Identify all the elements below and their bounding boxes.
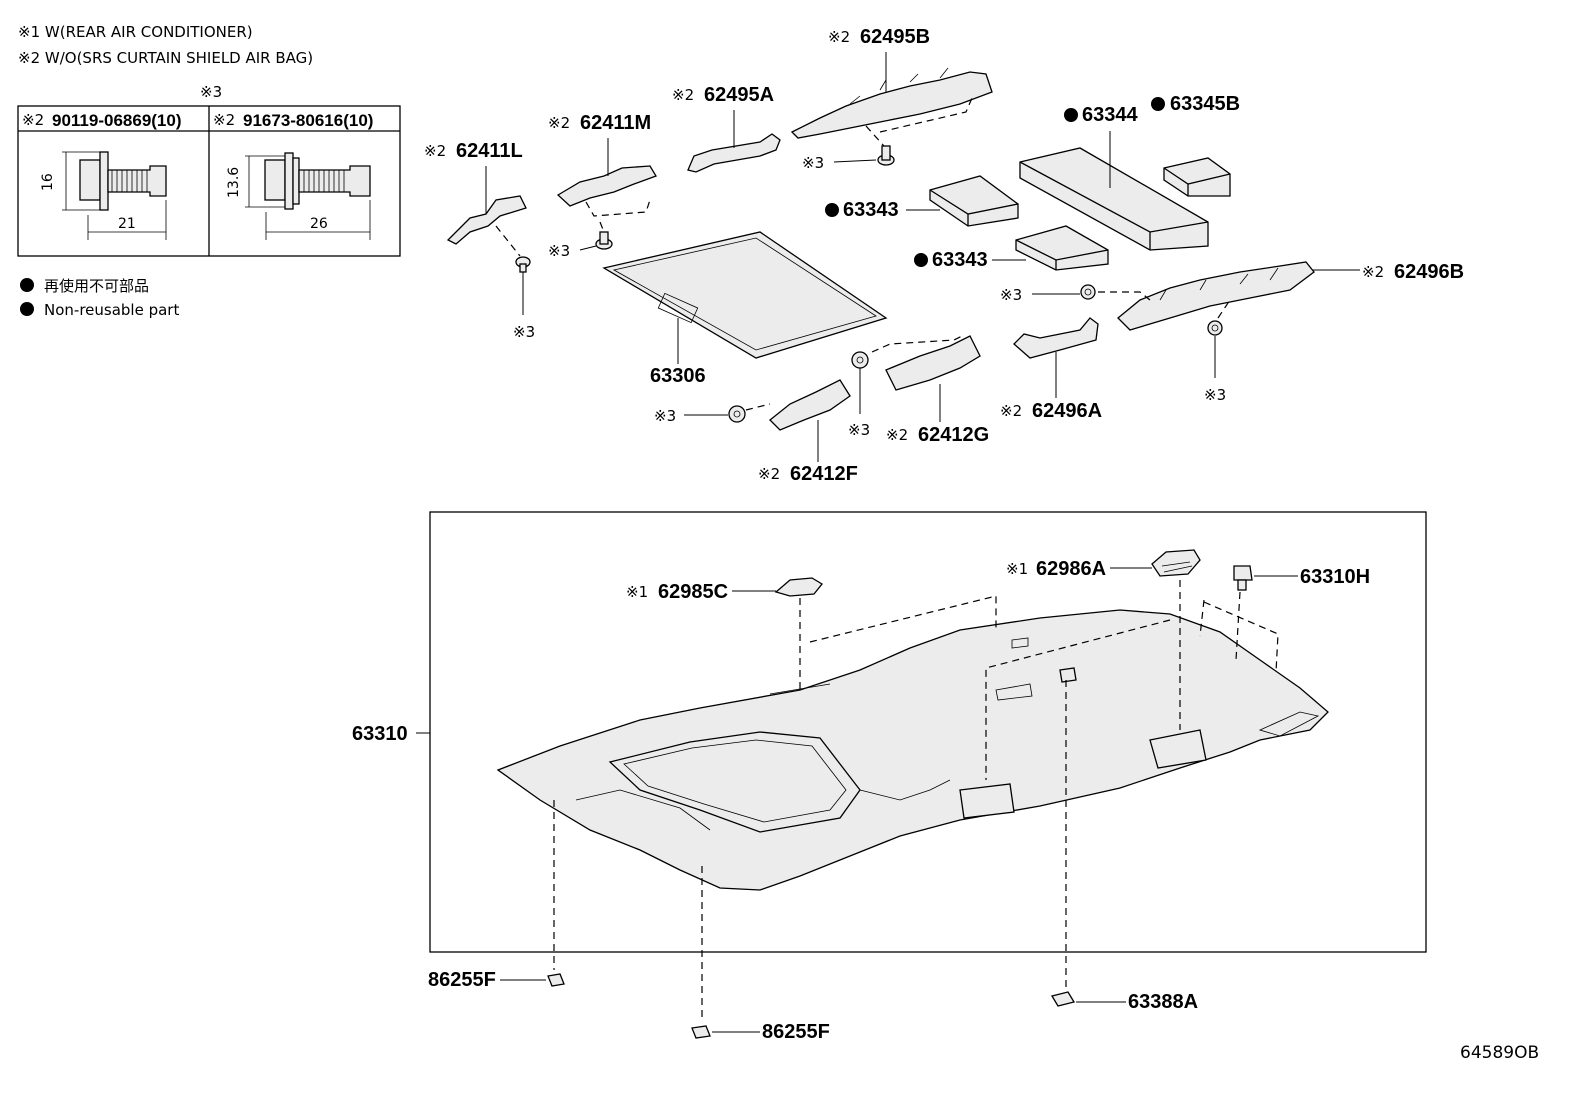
label-62496B: 62496B	[1394, 261, 1464, 283]
clip-62495B	[877, 145, 895, 166]
table-header-mark: ※3	[200, 83, 222, 101]
note-rear-air-conditioner: ※1 W(REAR AIR CONDITIONER)	[18, 23, 253, 41]
clip-63388A	[1050, 991, 1076, 1007]
bracket-62495A	[687, 133, 781, 173]
mark-62495A: ※2	[672, 86, 694, 104]
clip-62496B-right	[1207, 320, 1223, 336]
bracket-62411M	[556, 165, 657, 207]
legend-bullet-jp	[20, 278, 34, 292]
mark-62986A: ※1	[1006, 560, 1028, 578]
clip-62411L	[515, 256, 531, 273]
mark3-62496B-left: ※3	[1000, 286, 1022, 304]
label-63343-upper: 63343	[843, 199, 899, 221]
label-62986A: 62986A	[1036, 558, 1106, 580]
legend-text-jp: 再使用不可部品	[44, 277, 149, 295]
clip-62412F	[728, 405, 746, 423]
vent-62985C	[774, 577, 823, 597]
sunshade-63306	[602, 231, 888, 359]
clip-62496B-left	[1080, 284, 1096, 300]
bolt-90119-icon	[62, 151, 167, 240]
label-62412G: 62412G	[918, 424, 989, 446]
mark3-62495B-clip: ※3	[802, 154, 824, 172]
mark3-62411L-clip: ※3	[513, 323, 535, 341]
headliner-63310	[496, 609, 1329, 891]
mark3-62412F-clip: ※3	[654, 407, 676, 425]
bolt1-height-dim: 16	[40, 173, 56, 191]
label-62496A: 62496A	[1032, 400, 1102, 422]
sunroof-opening	[608, 731, 861, 833]
bolt1-length-dim: 21	[118, 216, 136, 232]
mark3-62411M-clip: ※3	[548, 242, 570, 260]
label-63343-lower: 63343	[932, 249, 988, 271]
mark-62495B: ※2	[828, 28, 850, 46]
label-62495B: 62495B	[860, 26, 930, 48]
bolt-spec-table: ※3 ※2 90119-06869(10) ※2 91673-80616(10)…	[17, 83, 401, 257]
note-no-curtain-airbag: ※2 W/O(SRS CURTAIN SHIELD AIR BAG)	[18, 49, 313, 67]
label-62412F: 62412F	[790, 463, 858, 485]
label-63306: 63306	[650, 365, 706, 387]
mark-62985C: ※1	[626, 583, 648, 601]
rear-vent-on-headliner	[1149, 729, 1207, 769]
vent-62986A	[1151, 549, 1201, 577]
clip-86255F-lower	[691, 1025, 711, 1039]
bolt2-height-dim: 13.6	[226, 167, 242, 198]
legend-text-en: Non-reusable part	[44, 301, 179, 319]
pad-63343-lower	[1015, 225, 1109, 271]
mark-62412F: ※2	[758, 465, 780, 483]
mark3-62496B-right: ※3	[1204, 386, 1226, 404]
bracket-62412G	[885, 335, 981, 391]
label-63344: 63344	[1082, 104, 1138, 126]
bracket-62496A	[1013, 317, 1099, 359]
label-63345B: 63345B	[1170, 93, 1240, 115]
label-63310: 63310	[352, 723, 408, 745]
label-62411M: 62411M	[580, 112, 651, 134]
headliner-frame	[429, 511, 1427, 953]
pad-63344	[1019, 147, 1209, 251]
label-62985C: 62985C	[658, 581, 728, 603]
label-86255F-lower: 86255F	[762, 1021, 830, 1043]
legend-bullet-en	[20, 302, 34, 316]
bullet-63345B	[1151, 97, 1165, 111]
col2-part-number: 91673-80616(10)	[243, 111, 373, 130]
label-86255F-left: 86255F	[428, 969, 496, 991]
label-63310H: 63310H	[1300, 566, 1370, 588]
mark-62496B: ※2	[1362, 263, 1384, 281]
clip-86255F-left	[547, 973, 565, 987]
bracket-62496B	[1117, 261, 1315, 331]
clip-62411M	[595, 231, 613, 250]
dome-light-opening	[959, 783, 1015, 819]
label-63388A: 63388A	[1128, 991, 1198, 1013]
pad-63345B	[1163, 157, 1231, 197]
bracket-62495B	[790, 71, 993, 139]
mark3-62412G-clip: ※3	[848, 421, 870, 439]
bullet-63344	[1064, 108, 1078, 122]
diagram-id: 64589OB	[1460, 1043, 1539, 1063]
col1-mark: ※2	[22, 111, 44, 129]
bullet-63343-upper	[825, 203, 839, 217]
col1-part-number: 90119-06869(10)	[52, 111, 182, 130]
pad-63343-upper	[929, 175, 1019, 227]
col2-mark: ※2	[213, 111, 235, 129]
mark-62411M: ※2	[548, 114, 570, 132]
mark-62496A: ※2	[1000, 402, 1022, 420]
bracket-62411L	[446, 195, 527, 245]
bolt2-length-dim: 26	[310, 216, 328, 232]
mark-62411L: ※2	[424, 142, 446, 160]
label-62495A: 62495A	[704, 84, 774, 106]
bracket-62412F	[769, 379, 851, 431]
bullet-63343-lower	[914, 253, 928, 267]
label-62411L: 62411L	[456, 140, 523, 162]
clip-63310H	[1233, 565, 1253, 591]
bolt-91673-icon	[245, 152, 371, 240]
clip-62412G	[851, 351, 869, 369]
mark-62412G: ※2	[886, 426, 908, 444]
